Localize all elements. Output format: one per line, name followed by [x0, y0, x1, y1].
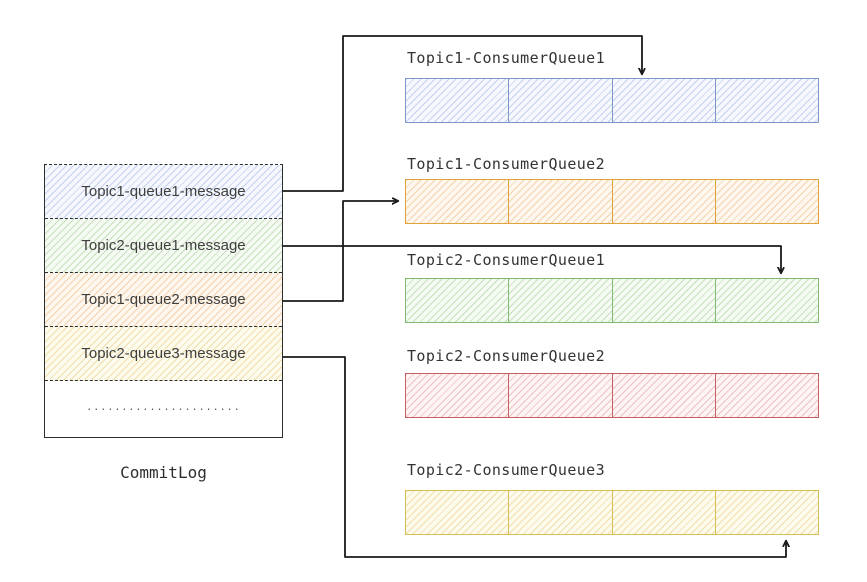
- queue-cell: [715, 279, 818, 322]
- queue-cell: [612, 180, 716, 223]
- queue-cell: [509, 180, 613, 223]
- queue-bar-topic2-consumerqueue1: [405, 278, 819, 323]
- queue-label-topic2-consumerqueue2: Topic2-ConsumerQueue2: [407, 347, 606, 365]
- ellipsis-text: ......................: [86, 401, 241, 413]
- queue-cell: [715, 79, 818, 122]
- arrow-topic1-queue2-to-consumerqueue2: [282, 201, 398, 302]
- queue-bar-topic1-consumerqueue1: [405, 78, 819, 123]
- commitlog-row-label: Topic2-queue3-message: [81, 345, 246, 362]
- queue-label-topic1-consumerqueue1: Topic1-ConsumerQueue1: [407, 49, 606, 67]
- commitlog-row-label: Topic1-queue2-message: [81, 291, 246, 308]
- queue-cell: [715, 374, 818, 417]
- commitlog-row-topic1-queue1: Topic1-queue1-message: [45, 165, 282, 219]
- queue-label-topic2-consumerqueue1: Topic2-ConsumerQueue1: [407, 251, 606, 269]
- queue-cell: [509, 79, 613, 122]
- commitlog-row-label: Topic2-queue1-message: [81, 237, 246, 254]
- queue-cell: [612, 491, 716, 534]
- queue-bar-topic2-consumerqueue2: [405, 373, 819, 418]
- queue-cell: [406, 180, 510, 223]
- queue-cell: [612, 279, 716, 322]
- commitlog-row-topic1-queue2: Topic1-queue2-message: [45, 273, 282, 327]
- queue-cell: [509, 374, 613, 417]
- commitlog-caption: CommitLog: [120, 463, 207, 482]
- queue-cell: [612, 79, 716, 122]
- commitlog-box: Topic1-queue1-message Topic2-queue1-mess…: [44, 164, 283, 438]
- queue-cell: [715, 180, 818, 223]
- queue-cell: [406, 491, 510, 534]
- commitlog-row-topic2-queue1: Topic2-queue1-message: [45, 219, 282, 273]
- queue-cell: [509, 279, 613, 322]
- queue-cell: [406, 374, 510, 417]
- commitlog-row-ellipsis: ......................: [45, 381, 282, 433]
- commitlog-row-label: Topic1-queue1-message: [81, 183, 246, 200]
- queue-cell: [509, 491, 613, 534]
- queue-bar-topic2-consumerqueue3: [405, 490, 819, 535]
- queue-label-topic2-consumerqueue3: Topic2-ConsumerQueue3: [407, 461, 606, 479]
- queue-label-topic1-consumerqueue2: Topic1-ConsumerQueue2: [407, 155, 606, 173]
- queue-cell: [406, 79, 510, 122]
- commitlog-row-topic2-queue3: Topic2-queue3-message: [45, 327, 282, 381]
- queue-cell: [612, 374, 716, 417]
- queue-cell: [406, 279, 510, 322]
- queue-cell: [715, 491, 818, 534]
- queue-bar-topic1-consumerqueue2: [405, 179, 819, 224]
